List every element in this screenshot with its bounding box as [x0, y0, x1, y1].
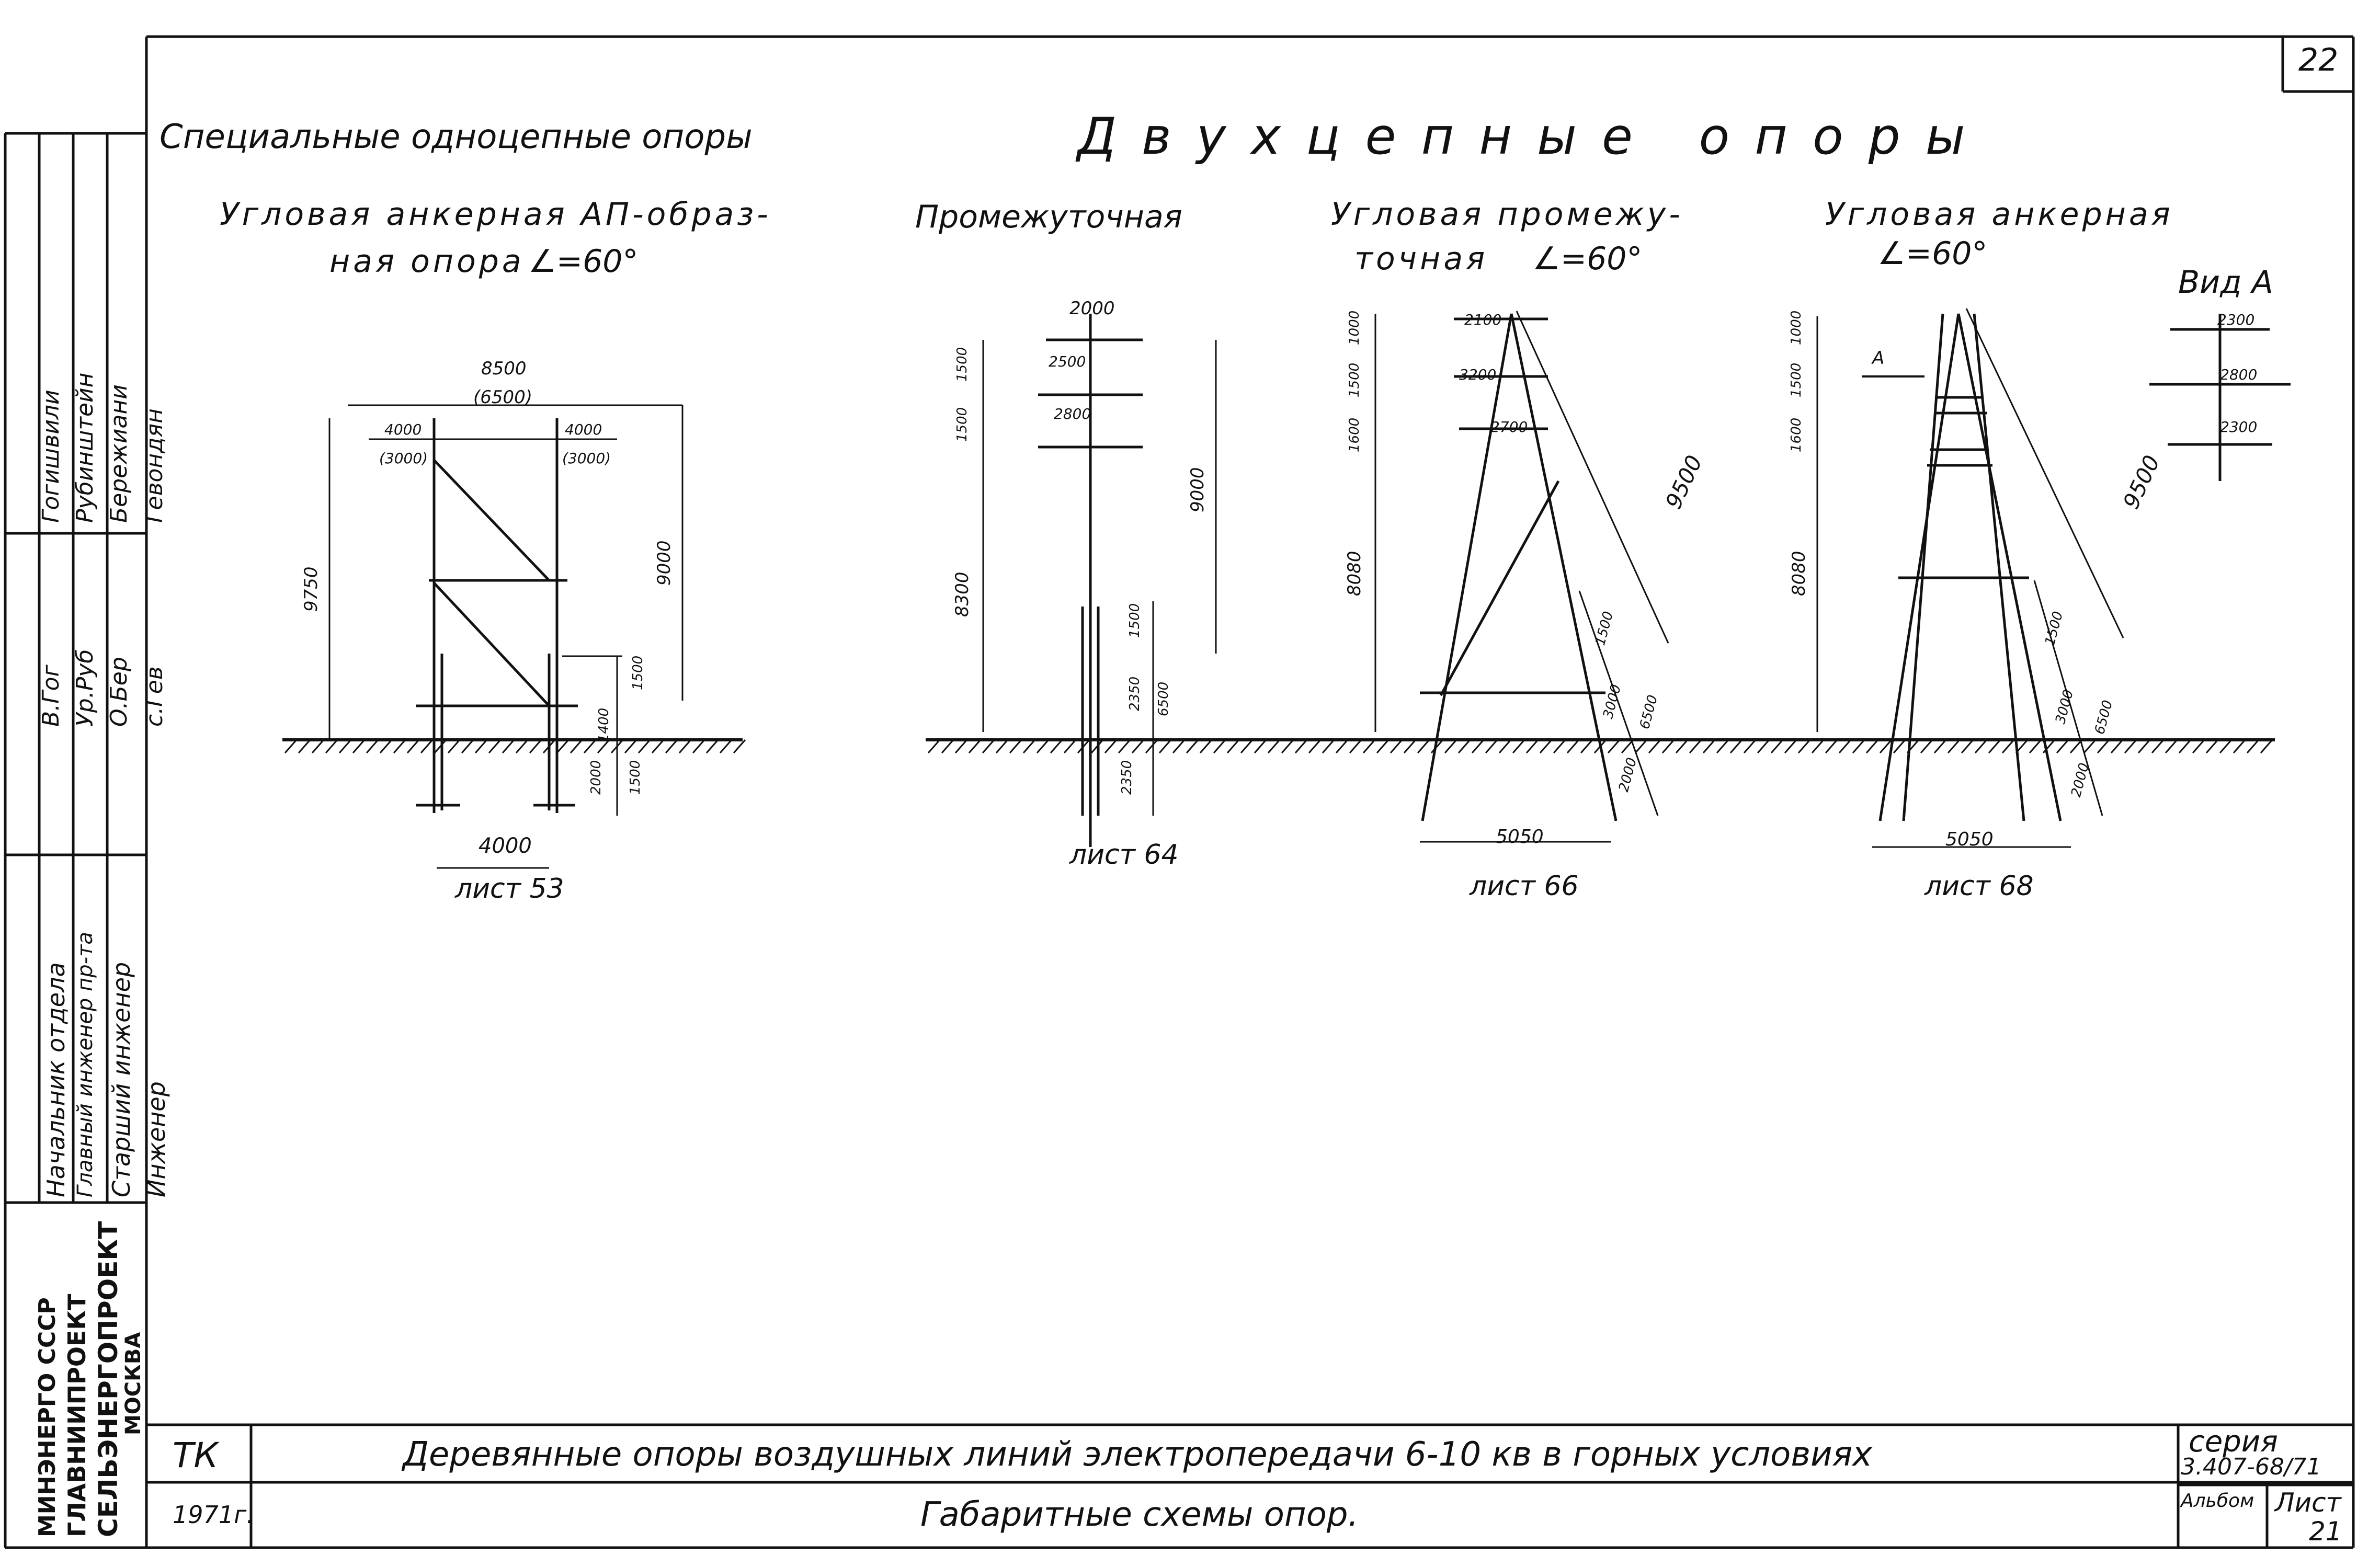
support-intermediate	[982, 314, 1217, 847]
dim-half-left-alt: (3000)	[379, 450, 428, 467]
stamp-position-1: Начальник отдела	[42, 962, 70, 1197]
support-3-angle: ∠=60°	[1532, 241, 1643, 277]
title-block-series-value: 3.407-68/71	[2181, 1454, 2321, 1480]
dim-half-left: 4000	[384, 421, 422, 438]
stamp-name-1: Гогишвили	[38, 390, 64, 523]
dim-arm-mid: 2500	[1049, 353, 1086, 370]
dim4-h1000: 1000	[1789, 310, 1804, 345]
dim3-arm-top: 2100	[1464, 311, 1502, 328]
dim4-h1500: 1500	[1789, 362, 1804, 397]
dim-half-right-alt: (3000)	[562, 450, 611, 467]
support-1-title-line2: ная опора	[329, 243, 525, 280]
dim-1500: 1500	[630, 655, 646, 690]
support-4-sheet-ref: лист 68	[1925, 871, 2034, 902]
dim-1500b: 1500	[628, 760, 643, 795]
dim3-h1000: 1000	[1347, 310, 1362, 345]
view-a-arm-2: 2800	[2220, 366, 2258, 383]
dim3-arm-mid: 3200	[1459, 366, 1497, 383]
dim3-h1600: 1600	[1347, 417, 1362, 452]
support-ap-anchor	[328, 404, 684, 869]
support-2-title: Промежуточная	[915, 199, 1182, 235]
dim-h9000: 9000	[1187, 467, 1208, 512]
stamp-position-3: Старший инженер	[107, 962, 135, 1197]
support-4-angle: ∠=60°	[1877, 235, 1988, 272]
ground-hatching	[284, 739, 2273, 753]
title-block-album-label: Альбом	[2181, 1490, 2254, 1512]
heading-special-single: Специальные одноцепные опоры	[160, 118, 753, 156]
sheet-frame	[4, 35, 2355, 1549]
stamp-org-1: МИНЭНЕРГО СССР	[34, 1297, 61, 1537]
dim-h6500: 6500	[1156, 681, 1171, 716]
support-angle-intermediate	[1374, 311, 1669, 843]
heading-double-circuit: Двухцепные опоры	[1077, 107, 1990, 166]
dim-1400: 1400	[596, 707, 612, 742]
dim-h1500: 1500	[954, 347, 970, 382]
support-2-sheet-ref: лист 64	[1069, 839, 1179, 871]
dim-2000: 2000	[588, 760, 604, 795]
stamp-position-2: Главный инженер пр-та	[73, 932, 97, 1197]
stamp-name-4: Гевондян	[141, 408, 168, 523]
title-block-series-label: серия	[2189, 1425, 2278, 1459]
dim-h2350: 2350	[1127, 676, 1143, 711]
view-a-sketch	[2149, 314, 2291, 481]
support-angle-anchor	[1816, 308, 2124, 848]
title-block-year: 1971г.	[173, 1501, 254, 1529]
dim-h1500c: 1500	[1127, 603, 1143, 638]
dim4-h8080: 8080	[1789, 551, 1809, 596]
view-a-title: Вид А	[2178, 264, 2273, 301]
dim-base-width: 4000	[479, 834, 532, 858]
stamp-org-3: СЕЛЬЭНЕРГОПРОЕКТ	[93, 1221, 123, 1537]
dim-half-right: 4000	[565, 421, 602, 438]
view-a-arm-3: 2300	[2220, 418, 2258, 436]
stamp-signature-2: Ур.Руб	[72, 649, 98, 727]
support-3-title-line1: Угловая промежу-	[1331, 196, 1683, 233]
dim-top-width-alt: (6500)	[473, 387, 533, 408]
stamp-org-2: ГЛАВНИИПРОЕКТ	[63, 1294, 91, 1537]
dim3-h8080: 8080	[1344, 551, 1365, 596]
dim4-view-mark: А	[1872, 348, 1885, 369]
stamp-name-2: Рубинштейн	[72, 372, 98, 523]
dim-h2350b: 2350	[1119, 760, 1135, 795]
support-3-title-line2: точная	[1354, 241, 1488, 277]
dim3-arm-low: 2700	[1490, 418, 1528, 436]
stamp-signature-3: О.Бер	[106, 657, 132, 727]
support-3-sheet-ref: лист 66	[1470, 871, 1579, 902]
dim3-h1500: 1500	[1347, 362, 1362, 397]
dim-arm-low: 2800	[1054, 405, 1091, 422]
title-block-sheet-label: Лист	[2275, 1488, 2341, 1518]
support-4-title: Угловая анкерная	[1825, 196, 2173, 233]
sheet-number-top: 22	[2298, 42, 2339, 78]
dim-height-left: 9750	[301, 566, 322, 612]
dim4-h1600: 1600	[1789, 417, 1804, 452]
dim-height-right: 9000	[654, 540, 675, 586]
stamp-signature-4: с.Гев	[141, 666, 168, 727]
title-block-subtitle: Габаритные схемы опор.	[920, 1495, 1359, 1534]
dim-h1500b: 1500	[954, 407, 970, 442]
stamp-name-3: Бережиани	[106, 384, 132, 523]
dim-arm-top: 2000	[1069, 298, 1115, 319]
stamp-position-4: Инженер	[142, 1081, 170, 1197]
support-1-angle: ∠=60°	[528, 243, 639, 280]
dim-top-width: 8500	[481, 358, 527, 379]
support-1-sheet-ref: лист 53	[455, 873, 564, 905]
dim4-base-width: 5050	[1945, 829, 1994, 850]
title-block-code: ТК	[173, 1435, 219, 1476]
view-a-arm-1: 2300	[2217, 311, 2255, 328]
dim3-base-width: 5050	[1496, 826, 1544, 848]
stamp-signature-1: В.Гог	[38, 665, 64, 727]
stamp-org-4: МОСКВА	[121, 1332, 145, 1435]
title-block-sheet-value: 21	[2309, 1516, 2342, 1547]
title-block-title: Деревянные опоры воздушных линий электро…	[403, 1435, 1872, 1474]
support-1-title-line1: Угловая анкерная АП-образ-	[220, 196, 771, 233]
dim-h8300: 8300	[952, 571, 973, 617]
